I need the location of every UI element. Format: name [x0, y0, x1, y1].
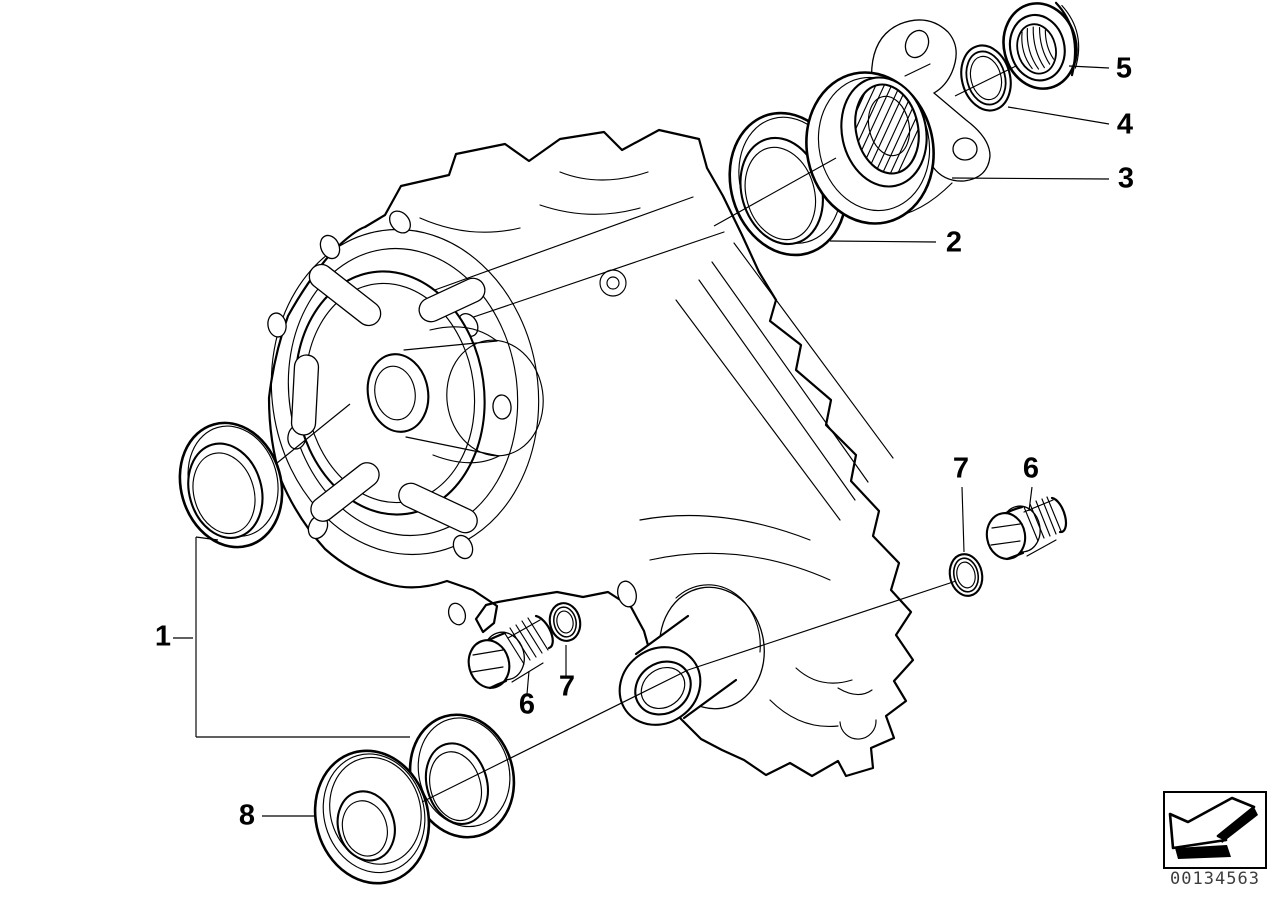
part-5-collar-nut	[1002, 1, 1080, 90]
callout-7-right[interactable]: 7	[952, 452, 970, 485]
callout-6-right[interactable]: 6	[1022, 452, 1040, 485]
callout-1[interactable]: 1	[154, 620, 172, 653]
callout-7-bottom[interactable]: 7	[558, 670, 576, 703]
stamp-arrow-box	[1163, 791, 1267, 869]
part-7-gasket-ring-right	[948, 553, 984, 597]
transfer-case-housing	[267, 128, 915, 778]
leader-lines	[173, 65, 1110, 817]
callout-8[interactable]: 8	[238, 799, 256, 832]
part-7-gasket-ring-bottom	[548, 602, 582, 642]
callout-4[interactable]: 4	[1116, 108, 1134, 141]
output-shaft	[618, 584, 765, 726]
callout-2[interactable]: 2	[945, 226, 963, 259]
part-4-o-ring	[960, 44, 1012, 112]
image-number: 00134563	[1170, 869, 1260, 889]
callout-3[interactable]: 3	[1117, 162, 1135, 195]
part-3-output-flange	[805, 19, 991, 225]
arrow-down-left-3d-icon	[1168, 796, 1258, 859]
part-6-screw-plug-right	[985, 496, 1068, 561]
callout-6-bottom[interactable]: 6	[518, 688, 536, 721]
part-8-seal	[313, 749, 431, 885]
part-6-screw-plug-bottom	[467, 614, 554, 690]
callout-5[interactable]: 5	[1115, 52, 1133, 85]
part-1-seal-upper	[178, 421, 284, 549]
bell-flange	[267, 210, 544, 560]
